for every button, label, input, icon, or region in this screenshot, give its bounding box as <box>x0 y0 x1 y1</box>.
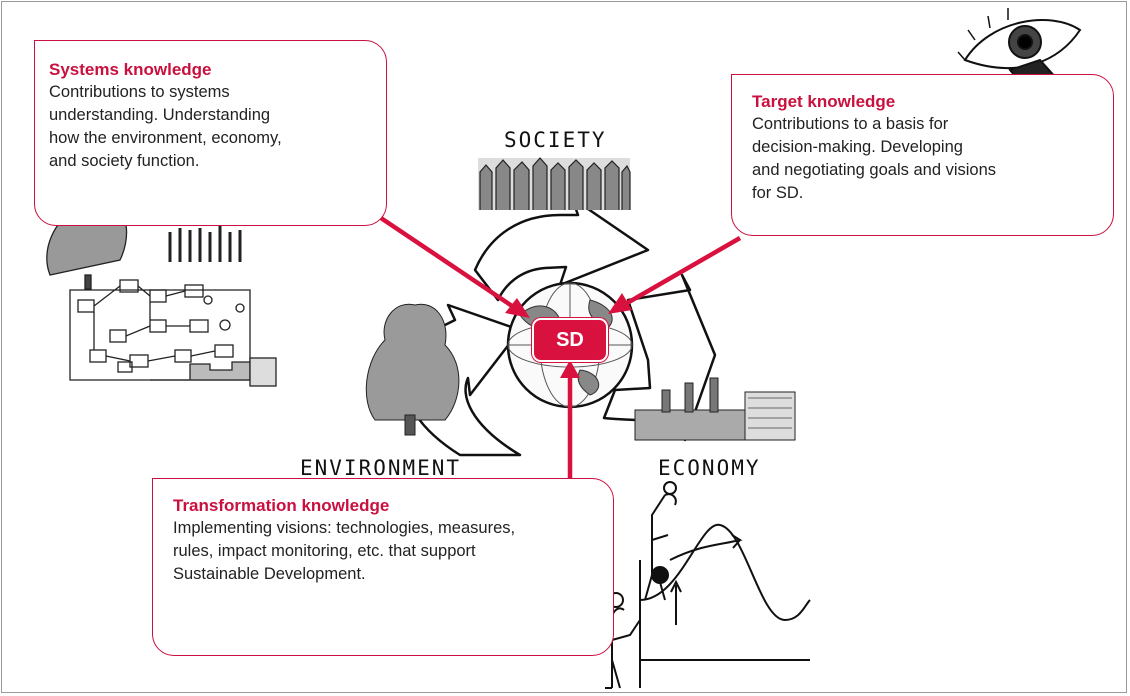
target-knowledge-line: decision-making. Developing <box>752 138 963 156</box>
systems-knowledge-line: Contributions to systems <box>49 83 230 101</box>
sd-badge: SD <box>532 318 608 362</box>
target-knowledge-card: Target knowledge Contributions to a basi… <box>731 74 1114 236</box>
systems-knowledge-line: understanding. Understanding <box>49 106 271 124</box>
environment-label: ENVIRONMENT <box>300 456 462 480</box>
transformation-sketch-illustration <box>605 481 811 689</box>
transformation-knowledge-card: Transformation knowledge Implementing vi… <box>152 478 614 656</box>
society-crowd-illustration <box>478 157 631 210</box>
systems-arrow <box>373 212 520 312</box>
transformation-knowledge-line: rules, impact monitoring, etc. that supp… <box>173 542 476 560</box>
transformation-knowledge-title: Transformation knowledge <box>173 496 390 515</box>
society-label: SOCIETY <box>504 128 607 152</box>
target-knowledge-title: Target knowledge <box>752 92 896 111</box>
connector-arrows <box>373 212 742 478</box>
systems-knowledge-line: and society function. <box>49 152 200 170</box>
transformation-knowledge-line: Implementing visions: technologies, meas… <box>173 519 516 537</box>
target-arrow <box>620 236 742 308</box>
systems-knowledge-card: Systems knowledge Contributions to syste… <box>34 40 387 226</box>
environment-tree-illustration <box>365 303 460 436</box>
systems-knowledge-line: how the environment, economy, <box>49 129 282 147</box>
target-knowledge-line: for SD. <box>752 184 804 202</box>
systems-knowledge-title: Systems knowledge <box>49 60 212 79</box>
target-knowledge-line: Contributions to a basis for <box>752 115 949 133</box>
target-knowledge-line: and negotiating goals and visions <box>752 161 997 179</box>
transformation-knowledge-line: Sustainable Development. <box>173 565 366 583</box>
economy-factory-illustration <box>634 377 796 441</box>
economy-label: ECONOMY <box>658 456 761 480</box>
